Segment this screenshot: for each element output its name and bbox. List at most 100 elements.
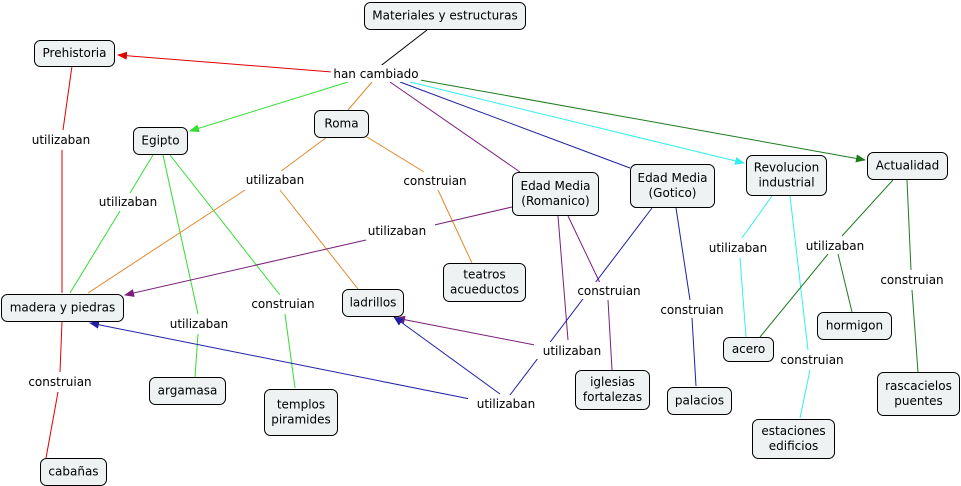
- concept-box: [752, 419, 835, 459]
- concept-label: Roma: [324, 117, 358, 131]
- linking-phrase-bg: [654, 301, 730, 318]
- connector-line: [739, 257, 747, 338]
- linking-phrase-roma-construian: construian: [403, 174, 466, 188]
- concept-box: [34, 40, 115, 67]
- concept-node-acero[interactable]: acero: [723, 337, 774, 362]
- concept-label: Edad Media: [520, 179, 590, 193]
- connector-line: [45, 391, 59, 459]
- concept-label: acero: [732, 342, 765, 356]
- linking-phrase-gotico-utilizaban: utilizaban: [477, 397, 536, 411]
- linking-phrase-bg: [797, 237, 873, 254]
- concept-box: [314, 110, 369, 138]
- arrow-to-ladrillos: [395, 315, 541, 347]
- connector-line: [162, 154, 199, 315]
- linking-phrase-bg: [874, 271, 950, 288]
- linking-phrase-actualidad-construian: construian: [880, 273, 943, 287]
- linking-phrase-bg: [571, 282, 647, 299]
- arrow-to-madera: [89, 320, 476, 401]
- connector-line: [87, 189, 246, 294]
- concept-label: (Romanico): [521, 194, 589, 208]
- connector-line: [377, 29, 428, 69]
- connector-line: [837, 253, 853, 313]
- concept-box: [133, 127, 188, 155]
- concept-node-argamasa[interactable]: argamasa: [149, 377, 226, 405]
- concept-box: [1, 294, 124, 322]
- connector-line: [194, 333, 199, 378]
- connector-line: [437, 189, 473, 264]
- concept-label: Egipto: [141, 134, 179, 148]
- concept-box: [364, 2, 526, 30]
- linking-phrase-bg: [700, 239, 776, 256]
- linking-phrase-romanico-construian: construian: [577, 284, 640, 298]
- linking-phrase-romanico-utilizaban-2: utilizaban: [543, 344, 602, 358]
- concept-box: [264, 389, 338, 436]
- concept-node-roma[interactable]: Roma: [314, 110, 369, 138]
- concept-label: argamasa: [158, 384, 218, 398]
- concept-node-cabanas[interactable]: cabañas: [40, 458, 107, 486]
- linking-phrase-romanico-utilizaban-1: utilizaban: [368, 224, 427, 238]
- concept-label: puentes: [894, 394, 943, 408]
- connector-line: [789, 195, 809, 351]
- linking-phrase-prehistoria-utilizaban: utilizaban: [32, 133, 91, 147]
- linking-phrase-revolucion-construian: construian: [780, 353, 843, 367]
- concept-box: [667, 387, 732, 415]
- concept-box: [877, 372, 960, 416]
- connector-line: [557, 215, 569, 341]
- concept-node-hormigon[interactable]: hormigon: [817, 312, 892, 340]
- connector-line: [59, 321, 63, 373]
- concept-node-prehistoria[interactable]: Prehistoria: [34, 40, 115, 67]
- concept-label: Revolucion: [754, 161, 819, 175]
- concept-label: (Gotico): [649, 186, 697, 200]
- arrow-to-prehistoria: [117, 51, 333, 73]
- linking-phrase-bg: [161, 315, 237, 332]
- concept-box: [867, 152, 948, 180]
- linking-phrase-bg: [90, 193, 166, 210]
- linking-phrase-revolucion-utilizaban: utilizaban: [709, 241, 768, 255]
- concept-label: iglesias: [590, 375, 635, 389]
- linking-phrase-bg: [397, 172, 473, 189]
- arrow-to-revolucion: [409, 81, 745, 165]
- connector-line: [741, 195, 773, 239]
- linking-phrase-bg: [774, 351, 850, 368]
- connector-line: [567, 215, 601, 284]
- connector-line: [691, 317, 697, 387]
- concept-node-edad-media-romanico[interactable]: Edad Media(Romanico): [512, 172, 599, 216]
- linking-phrase-bg: [534, 342, 610, 359]
- concept-node-madera[interactable]: madera y piedras: [1, 294, 124, 322]
- concept-node-actualidad[interactable]: Actualidad: [867, 152, 948, 180]
- linking-phrase-egipto-utilizaban-2: utilizaban: [170, 317, 229, 331]
- concept-node-egipto[interactable]: Egipto: [133, 127, 188, 155]
- concept-label: estaciones: [761, 424, 825, 438]
- concept-node-materiales[interactable]: Materiales y estructuras: [364, 2, 526, 30]
- concept-box: [723, 337, 774, 362]
- concept-label: templos: [277, 398, 325, 412]
- connector-line: [429, 206, 513, 227]
- connector-line: [69, 210, 121, 294]
- concept-label: teatros: [463, 268, 505, 282]
- concept-box: [630, 164, 715, 208]
- concept-node-ladrillos[interactable]: ladrillos: [342, 289, 404, 317]
- connector-line: [509, 207, 653, 396]
- concept-label: cabañas: [48, 465, 98, 479]
- concept-node-palacios[interactable]: palacios: [667, 387, 732, 415]
- linking-phrase-bg: [468, 395, 544, 412]
- linking-phrase-bg: [237, 171, 313, 188]
- connector-line: [62, 65, 73, 131]
- concept-label: Edad Media: [637, 171, 707, 185]
- linking-phrase-roma-utilizaban: utilizaban: [246, 173, 305, 187]
- linking-phrase-bg: [22, 373, 98, 390]
- concept-node-edad-media-gotico[interactable]: Edad Media(Gotico): [630, 164, 715, 208]
- linking-phrase-han-cambiado: han cambiado: [333, 67, 418, 81]
- connections: [45, 29, 919, 459]
- concept-label: piramides: [271, 413, 331, 427]
- connector-line: [366, 136, 425, 173]
- linking-phrase-bg: [359, 222, 435, 239]
